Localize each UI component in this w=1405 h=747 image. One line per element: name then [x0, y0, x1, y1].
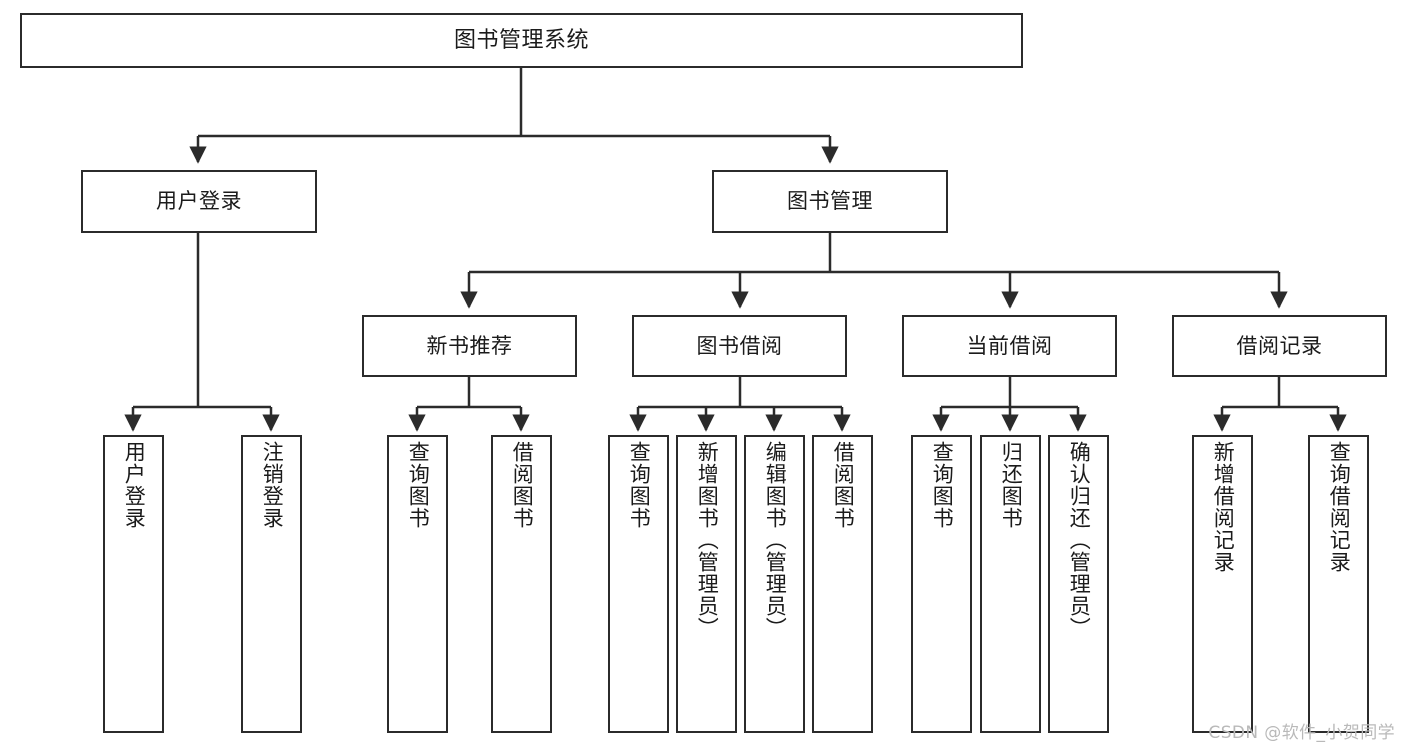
node-label: 查询借阅记录	[1327, 441, 1352, 573]
leaf-current-query-book[interactable]: 查询图书	[911, 435, 972, 733]
node-label: 注销登录	[260, 441, 285, 529]
leaf-borrow-query-book[interactable]: 查询图书	[608, 435, 669, 733]
node-current-borrow[interactable]: 当前借阅	[902, 315, 1117, 377]
node-label: 用户登录	[156, 189, 242, 214]
leaf-new-book-borrow[interactable]: 借阅图书	[491, 435, 552, 733]
node-label: 确认归还（管理员）	[1067, 441, 1092, 639]
node-label: 新书推荐	[426, 333, 513, 358]
node-label: 查询图书	[627, 441, 652, 529]
node-book-borrow[interactable]: 图书借阅	[632, 315, 847, 377]
node-label: 用户登录	[122, 441, 147, 529]
leaf-borrow-edit-book[interactable]: 编辑图书（管理员）	[744, 435, 805, 733]
node-label: 新增借阅记录	[1211, 441, 1236, 573]
node-label: 图书借阅	[696, 333, 783, 358]
node-label: 查询图书	[406, 441, 431, 529]
node-label: 借阅图书	[510, 441, 535, 529]
leaf-record-add[interactable]: 新增借阅记录	[1192, 435, 1253, 733]
node-borrow-record[interactable]: 借阅记录	[1172, 315, 1387, 377]
node-label: 图书管理	[787, 189, 873, 214]
leaf-current-return-book[interactable]: 归还图书	[980, 435, 1041, 733]
node-label: 当前借阅	[966, 333, 1053, 358]
node-label: 新增图书（管理员）	[695, 441, 720, 639]
node-label: 借阅图书	[831, 441, 856, 529]
node-book-management[interactable]: 图书管理	[712, 170, 948, 233]
leaf-logout[interactable]: 注销登录	[241, 435, 302, 733]
node-label: 归还图书	[999, 441, 1024, 529]
leaf-new-book-query[interactable]: 查询图书	[387, 435, 448, 733]
node-new-book-recommend[interactable]: 新书推荐	[362, 315, 577, 377]
node-label: 编辑图书（管理员）	[763, 441, 788, 639]
node-root-system[interactable]: 图书管理系统	[20, 13, 1023, 68]
leaf-current-confirm-return[interactable]: 确认归还（管理员）	[1048, 435, 1109, 733]
node-label: 查询图书	[930, 441, 955, 529]
leaf-user-login[interactable]: 用户登录	[103, 435, 164, 733]
node-label: 借阅记录	[1236, 333, 1323, 358]
node-user-login[interactable]: 用户登录	[81, 170, 317, 233]
node-label: 图书管理系统	[453, 27, 589, 53]
leaf-borrow-borrow-book[interactable]: 借阅图书	[812, 435, 873, 733]
leaf-borrow-add-book[interactable]: 新增图书（管理员）	[676, 435, 737, 733]
leaf-record-query[interactable]: 查询借阅记录	[1308, 435, 1369, 733]
